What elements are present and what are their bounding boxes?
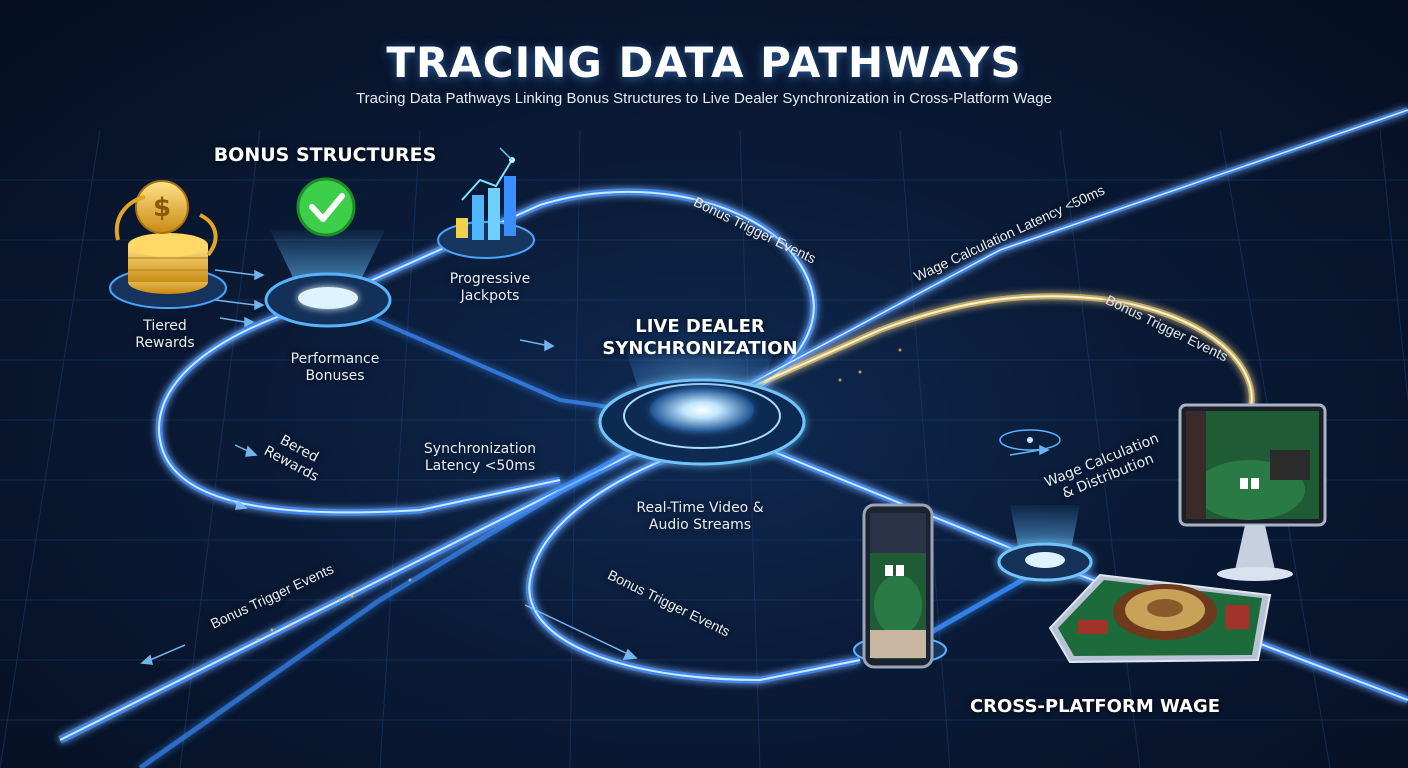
tablet-roulette-icon (1048, 573, 1272, 664)
sparkle-dots (256, 348, 902, 642)
live-dealer-hub (598, 300, 806, 466)
section-bonus-structures: BONUS STRUCTURES (213, 144, 437, 166)
checkmark-icon (296, 177, 356, 237)
flow-arrows (140, 269, 1050, 665)
node-realtime-streams: Real-Time Video & Audio Streams (636, 500, 764, 533)
coin-stack-icon: $ (109, 180, 227, 309)
page-title: TRACING DATA PATHWAYS (386, 38, 1022, 87)
node-sync-latency: Synchronization Latency <50ms (423, 441, 537, 474)
performance-bonuses-node (264, 230, 392, 328)
desktop-monitor-icon (1178, 403, 1327, 581)
wage-calculation-node (997, 429, 1093, 582)
page-subtitle: Tracing Data Pathways Linking Bonus Stru… (356, 90, 1052, 107)
svg-text:$: $ (153, 193, 171, 223)
section-live-dealer: LIVE DEALER SYNCHRONIZATION (602, 316, 798, 359)
node-performance-bonuses: Performance Bonuses (290, 351, 380, 384)
node-progressive-jackpots: Progressive Jackpots (449, 271, 531, 304)
section-cross-platform: CROSS-PLATFORM WAGE (969, 696, 1221, 717)
node-tiered-rewards: Tiered Rewards (135, 318, 195, 351)
bar-chart-icon (437, 147, 535, 259)
smartphone-icon (853, 503, 947, 669)
